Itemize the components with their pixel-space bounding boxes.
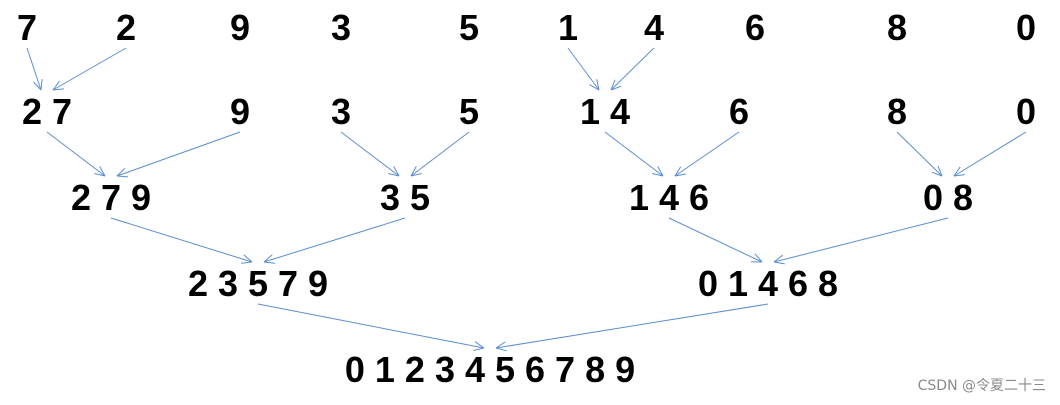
merge-arrow-8-1 bbox=[495, 303, 769, 349]
merge-arrow-3-0-head-b bbox=[393, 166, 400, 177]
merge-arrow-2-1 bbox=[116, 131, 241, 177]
merge-arrow-6-0 bbox=[110, 217, 253, 263]
merge-arrow-7-1-head-b bbox=[773, 261, 785, 265]
row2-group-1: 3 5 bbox=[379, 177, 431, 218]
merge-arrow-3-0-head-a bbox=[388, 173, 400, 177]
merge-arrow-4-1-head-a bbox=[674, 166, 682, 177]
row4-group-0: 0 1 2 3 4 5 6 7 8 9 bbox=[344, 349, 636, 390]
merge-arrow-7-1-head-a bbox=[773, 254, 783, 263]
merge-arrow-2-0-head-a bbox=[94, 173, 106, 177]
merge-arrow-4-0 bbox=[604, 131, 664, 177]
row2-group-3: 0 8 bbox=[922, 177, 974, 218]
row0-group-7: 6 bbox=[744, 7, 766, 48]
row1-group-3: 5 bbox=[458, 91, 480, 132]
merge-arrow-5-1-head-b bbox=[953, 174, 965, 177]
merge-arrow-0-0-head-a bbox=[33, 81, 42, 91]
merge-arrow-5-0 bbox=[896, 131, 943, 177]
merge-arrow-2-1-head-b bbox=[116, 175, 129, 178]
row0-group-1: 2 bbox=[115, 7, 137, 48]
merge-arrow-6-1-head-a bbox=[263, 254, 273, 263]
merge-arrow-1-0 bbox=[567, 47, 600, 91]
row0-group-9: 0 bbox=[1015, 7, 1037, 48]
row1-group-5: 6 bbox=[728, 91, 750, 132]
row1-group-4: 1 4 bbox=[579, 91, 631, 132]
merge-arrow-6-0-head-b bbox=[243, 254, 253, 263]
merge-arrow-0-0-head-b bbox=[40, 79, 43, 91]
merge-arrow-0-0 bbox=[26, 47, 42, 91]
merge-arrow-6-0-head-a bbox=[241, 261, 253, 264]
merge-arrow-0-1 bbox=[52, 47, 127, 91]
merge-arrow-0-1-head-b bbox=[52, 88, 64, 91]
row0-group-3: 3 bbox=[330, 7, 352, 48]
csdn-watermark: CSDN @令夏二十三 bbox=[917, 378, 1046, 394]
merge-arrow-8-0-head-a bbox=[473, 347, 485, 351]
merge-arrow-5-0-head-b bbox=[937, 165, 943, 177]
merge-arrow-4-0-head-a bbox=[652, 173, 664, 177]
merge-arrow-1-1 bbox=[610, 47, 655, 91]
merge-arrow-8-0 bbox=[257, 303, 485, 349]
merge-arrow-1-0-head-b bbox=[596, 79, 600, 91]
merge-arrow-3-1-head-a bbox=[410, 166, 417, 177]
row1-group-2: 3 bbox=[330, 91, 352, 132]
merge-arrow-5-1-head-a bbox=[953, 166, 961, 177]
merge-arrow-3-1 bbox=[410, 131, 470, 177]
merge-arrow-2-0-head-b bbox=[99, 166, 106, 177]
merge-arrow-1-1-head-a bbox=[610, 79, 616, 91]
merge-arrow-0-1-head-a bbox=[52, 80, 60, 91]
merge-arrow-4-1-head-b bbox=[674, 173, 686, 177]
merge-arrow-4-1 bbox=[674, 131, 740, 177]
row1-group-6: 8 bbox=[886, 91, 908, 132]
merge-arrow-7-0 bbox=[668, 217, 763, 263]
merge-arrow-1-1-head-b bbox=[610, 85, 622, 91]
row1-group-1: 9 bbox=[229, 91, 251, 132]
row0-group-4: 5 bbox=[458, 7, 480, 48]
row2-group-2: 1 4 6 bbox=[628, 177, 710, 218]
row0-group-0: 7 bbox=[16, 7, 38, 48]
row0-group-6: 4 bbox=[643, 7, 665, 48]
row0-group-8: 8 bbox=[886, 7, 908, 48]
merge-arrow-3-0 bbox=[340, 131, 400, 177]
merge-arrow-8-1-head-a bbox=[495, 341, 506, 349]
row0-group-2: 9 bbox=[229, 7, 251, 48]
merge-arrow-6-1-head-b bbox=[263, 261, 275, 264]
row3-group-0: 2 3 5 7 9 bbox=[187, 263, 329, 304]
row3-group-1: 0 1 4 6 8 bbox=[697, 263, 839, 304]
merge-arrow-5-0-head-a bbox=[931, 171, 943, 177]
row2-group-0: 2 7 9 bbox=[70, 177, 152, 218]
merge-arrow-4-0-head-b bbox=[657, 166, 664, 177]
row0-group-5: 1 bbox=[557, 7, 579, 48]
merge-arrow-2-1-head-a bbox=[116, 168, 126, 177]
merge-arrow-8-0-head-b bbox=[474, 341, 485, 349]
merge-arrow-8-1-head-b bbox=[495, 347, 507, 352]
merge-arrow-2-0 bbox=[46, 131, 106, 177]
merge-arrow-3-1-head-b bbox=[410, 173, 422, 177]
merge-arrow-5-1 bbox=[953, 131, 1027, 177]
merge-arrow-7-1 bbox=[773, 217, 949, 263]
merge-arrow-1-0-head-a bbox=[589, 84, 600, 91]
merge-arrow-6-1 bbox=[263, 217, 406, 263]
row1-group-0: 2 7 bbox=[21, 91, 73, 132]
row1-group-7: 0 bbox=[1015, 91, 1037, 132]
merge-arrow-7-0-head-b bbox=[754, 253, 763, 263]
